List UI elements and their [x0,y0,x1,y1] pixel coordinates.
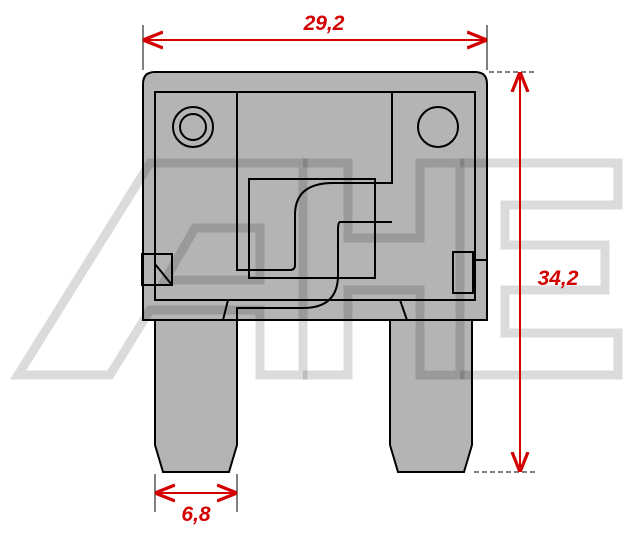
fuse-mounting-holes [172,106,459,148]
height-dimension-label: 34,2 [537,267,579,290]
blade-width-dimension-label: 6,8 [181,503,211,526]
fuse-blade-left [154,318,473,473]
fuse-body [142,71,488,321]
fuse-body-details [141,91,487,321]
dimension-lines [142,25,535,512]
width-dimension-label: 29,2 [303,12,345,35]
logo-watermark [9,158,623,380]
